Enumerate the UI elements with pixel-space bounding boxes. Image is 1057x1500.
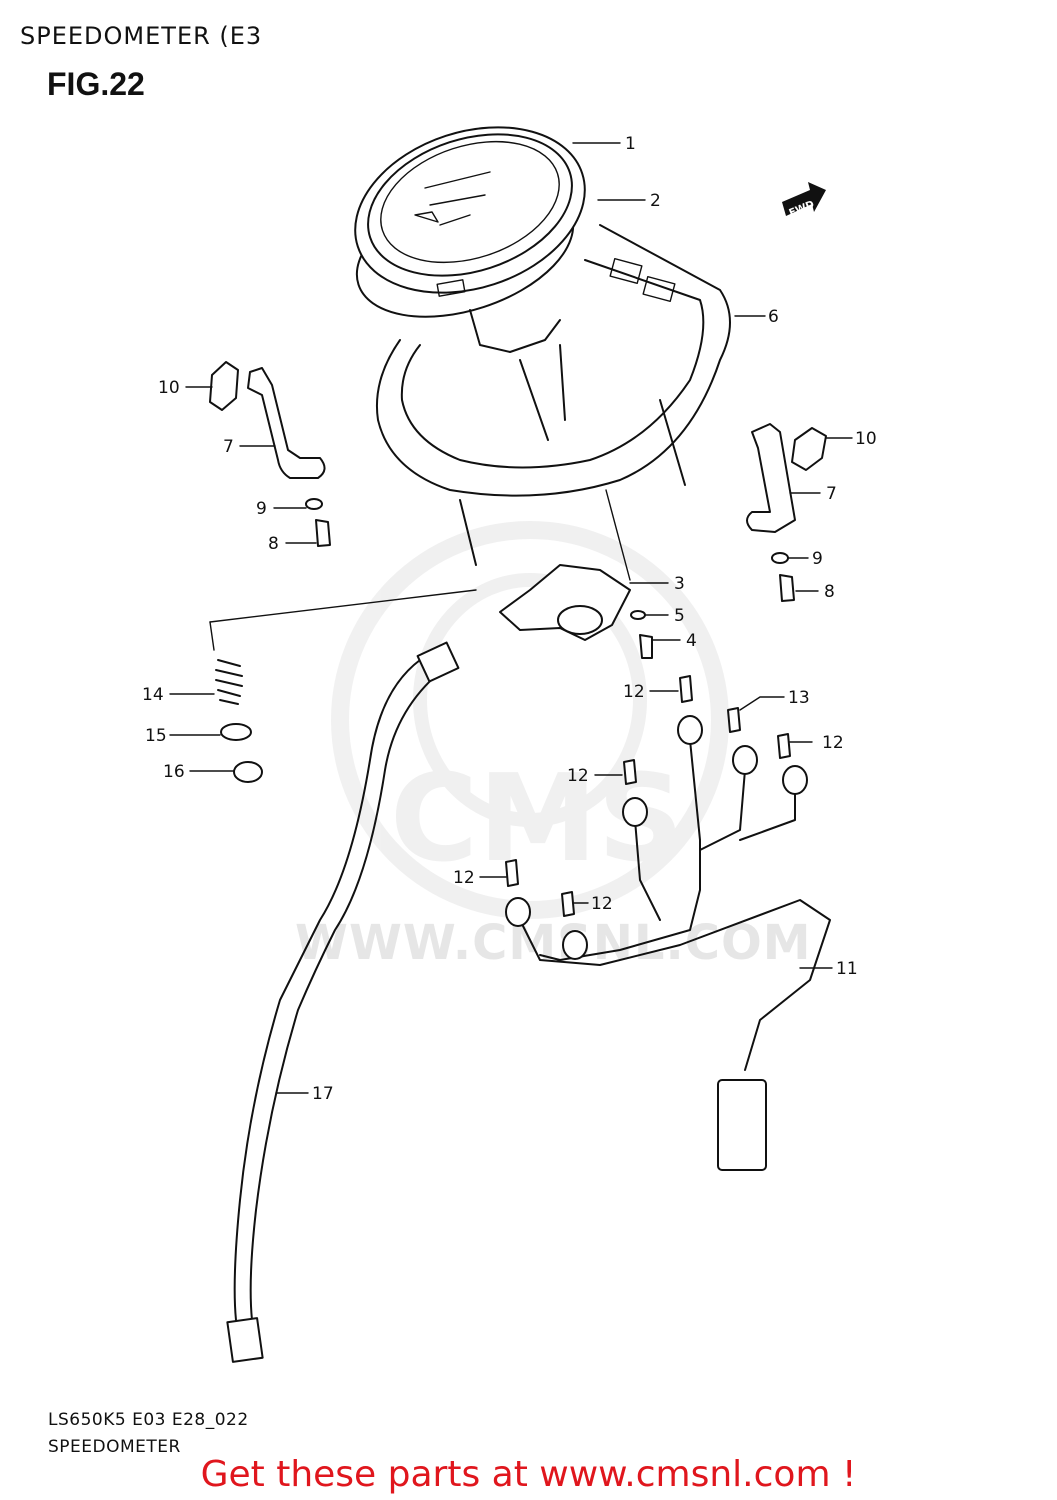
grommet-16 [233, 761, 263, 783]
cta-link[interactable]: Get these parts at www.cmsnl.com ! [200, 1454, 857, 1495]
callout-labels: 1 2 6 10 7 9 8 10 7 9 8 3 5 4 14 15 16 1… [142, 134, 877, 1104]
washer-5 [630, 610, 646, 620]
callout-8-right: 8 [824, 582, 835, 602]
callout-12-a: 12 [623, 682, 645, 702]
fwd-arrow-icon: FWD [782, 182, 826, 219]
speed-sensor [499, 564, 631, 641]
lamp-harness [505, 675, 831, 1171]
cushion-left [209, 361, 239, 411]
speedometer-cable [226, 641, 460, 1363]
leader-lines [169, 142, 853, 1094]
washer-left [305, 498, 323, 510]
callout-7-left: 7 [223, 437, 234, 457]
callout-16: 16 [163, 762, 185, 782]
callout-5: 5 [674, 606, 685, 626]
callout-11: 11 [836, 959, 858, 979]
figure-label: FIG.22 [47, 66, 145, 102]
callout-17: 17 [312, 1084, 334, 1104]
callout-12-c: 12 [567, 766, 589, 786]
stay-bracket-right [746, 423, 796, 533]
stay-bracket-left [247, 367, 326, 479]
screw-4 [639, 634, 653, 659]
callout-12-e: 12 [591, 894, 613, 914]
callout-1: 1 [625, 134, 636, 154]
washer-right [771, 552, 789, 564]
callout-7-right: 7 [826, 484, 837, 504]
watermark-logo: CMS [331, 521, 729, 919]
screw-left [315, 519, 331, 547]
callout-15: 15 [145, 726, 167, 746]
cushion-right [791, 427, 827, 471]
callout-3: 3 [674, 574, 685, 594]
page-title: SPEEDOMETER (E3 [20, 22, 263, 50]
diagram-name: SPEEDOMETER [48, 1437, 181, 1457]
callout-6: 6 [768, 307, 779, 327]
callout-9-right: 9 [812, 549, 823, 569]
callout-9-left: 9 [256, 499, 267, 519]
spring-14 [215, 659, 243, 705]
speedometer-gauge [354, 126, 586, 353]
washer-15 [220, 723, 252, 741]
callout-8-left: 8 [268, 534, 279, 554]
callout-2: 2 [650, 191, 661, 211]
callout-12-d: 12 [453, 868, 475, 888]
callout-10-right: 10 [855, 429, 877, 449]
model-code: LS650K5 E03 E28_022 [48, 1410, 249, 1430]
meter-bracket [375, 224, 731, 566]
callout-14: 14 [142, 685, 164, 705]
callout-13: 13 [788, 688, 810, 708]
callout-4: 4 [686, 631, 697, 651]
callout-12-b: 12 [822, 733, 844, 753]
screw-right [779, 574, 795, 602]
callout-10-left: 10 [158, 378, 180, 398]
